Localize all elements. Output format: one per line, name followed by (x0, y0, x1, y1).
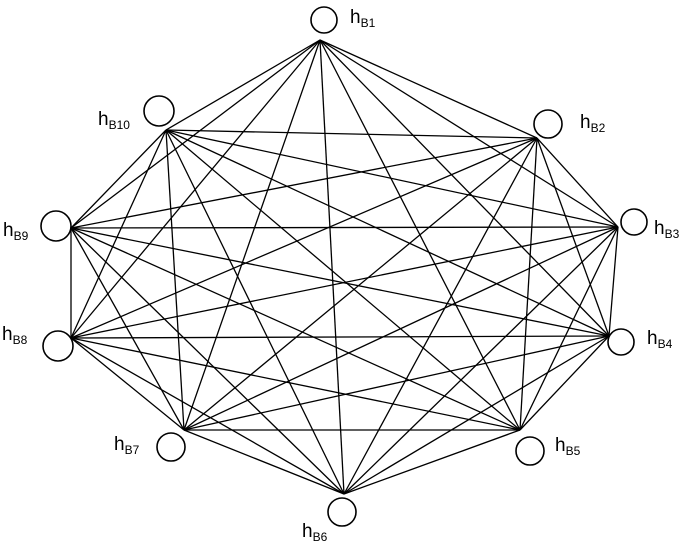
node-b10-label: hB10 (98, 109, 130, 132)
edge-b9-b10 (70, 129, 167, 229)
node-label-subscript: B9 (14, 229, 29, 243)
edge-b3-b6 (343, 226, 619, 495)
edge-b6-b9 (70, 227, 345, 495)
edge-b1-b9 (70, 39, 321, 229)
node-label-subscript: B1 (361, 16, 376, 30)
node-b1-circle (310, 6, 338, 34)
edge-b6-b10 (165, 129, 345, 495)
node-b10-circle (143, 95, 175, 127)
edge-b2-b9 (70, 137, 538, 229)
node-b7-label: hB7 (114, 434, 140, 457)
node-b5-label: hB5 (555, 435, 581, 458)
node-label-main: h (98, 109, 109, 130)
edge-b7-b8 (70, 337, 185, 431)
node-b9-label: hB9 (3, 220, 29, 243)
node-label-main: h (555, 435, 566, 456)
node-b4-label: hB4 (647, 328, 673, 351)
node-b4-circle (607, 328, 635, 356)
edge-b1-b4 (319, 39, 610, 337)
edge-b5-b10 (165, 129, 521, 431)
graph-edges (70, 39, 619, 495)
node-b1-label: hB1 (350, 7, 376, 30)
edge-b4-b10 (165, 129, 610, 337)
edge-b4-b9 (70, 227, 610, 337)
node-label-subscript: B2 (591, 121, 606, 135)
graph-nodes (40, 6, 648, 527)
edge-b4-b6 (343, 335, 610, 495)
node-b2-circle (533, 109, 563, 139)
node-b3-label: hB3 (654, 218, 680, 241)
edge-b3-b9 (70, 226, 619, 229)
edge-b2-b3 (536, 137, 619, 228)
node-label-main: h (302, 521, 313, 542)
node-b6-circle (327, 497, 357, 527)
node-b3-circle (620, 208, 648, 236)
edge-b2-b8 (70, 137, 538, 339)
edge-b5-b9 (70, 227, 521, 431)
node-b5-circle (515, 436, 545, 466)
edge-b2-b6 (343, 137, 538, 495)
edge-b3-b10 (165, 129, 619, 228)
node-b9-circle (40, 210, 72, 242)
node-label-subscript: B3 (665, 227, 680, 241)
node-label-subscript: B8 (13, 333, 28, 347)
edge-b1-b7 (183, 39, 321, 431)
node-label-subscript: B10 (109, 118, 131, 132)
edge-b1-b2 (319, 39, 538, 139)
node-label-main: h (647, 328, 658, 349)
edge-b6-b7 (183, 429, 345, 495)
node-b7-circle (156, 432, 186, 462)
edge-b5-b6 (343, 429, 521, 495)
edge-b2-b4 (536, 137, 610, 337)
node-label-main: h (580, 112, 591, 133)
edge-b4-b7 (183, 335, 610, 431)
node-label-main: h (350, 7, 361, 28)
edge-b6-b8 (70, 337, 345, 495)
edge-b4-b5 (519, 335, 610, 431)
edge-b2-b7 (183, 137, 538, 431)
edge-b7-b10 (165, 129, 185, 431)
edge-b1-b10 (165, 39, 321, 131)
node-label-subscript: B5 (566, 444, 581, 458)
node-b2-label: hB2 (580, 112, 606, 135)
edge-b1-b3 (319, 39, 619, 228)
node-b6-label: hB6 (302, 521, 328, 544)
edge-b2-b5 (519, 137, 538, 431)
edge-b5-b8 (70, 337, 521, 431)
node-b8-label: hB8 (2, 324, 28, 347)
node-label-main: h (3, 220, 14, 241)
edge-b8-b10 (70, 129, 167, 339)
edge-b7-b9 (70, 227, 185, 431)
edge-b2-b10 (165, 129, 538, 139)
node-label-subscript: B4 (658, 337, 673, 351)
edge-b1-b6 (319, 39, 345, 495)
node-label-main: h (114, 434, 125, 455)
node-b8-circle (42, 330, 74, 362)
node-label-subscript: B7 (125, 443, 140, 457)
node-label-main: h (2, 324, 13, 345)
node-label-main: h (654, 218, 665, 239)
edge-b3-b4 (608, 226, 619, 337)
node-label-subscript: B6 (313, 530, 328, 544)
edge-b4-b8 (70, 335, 610, 339)
